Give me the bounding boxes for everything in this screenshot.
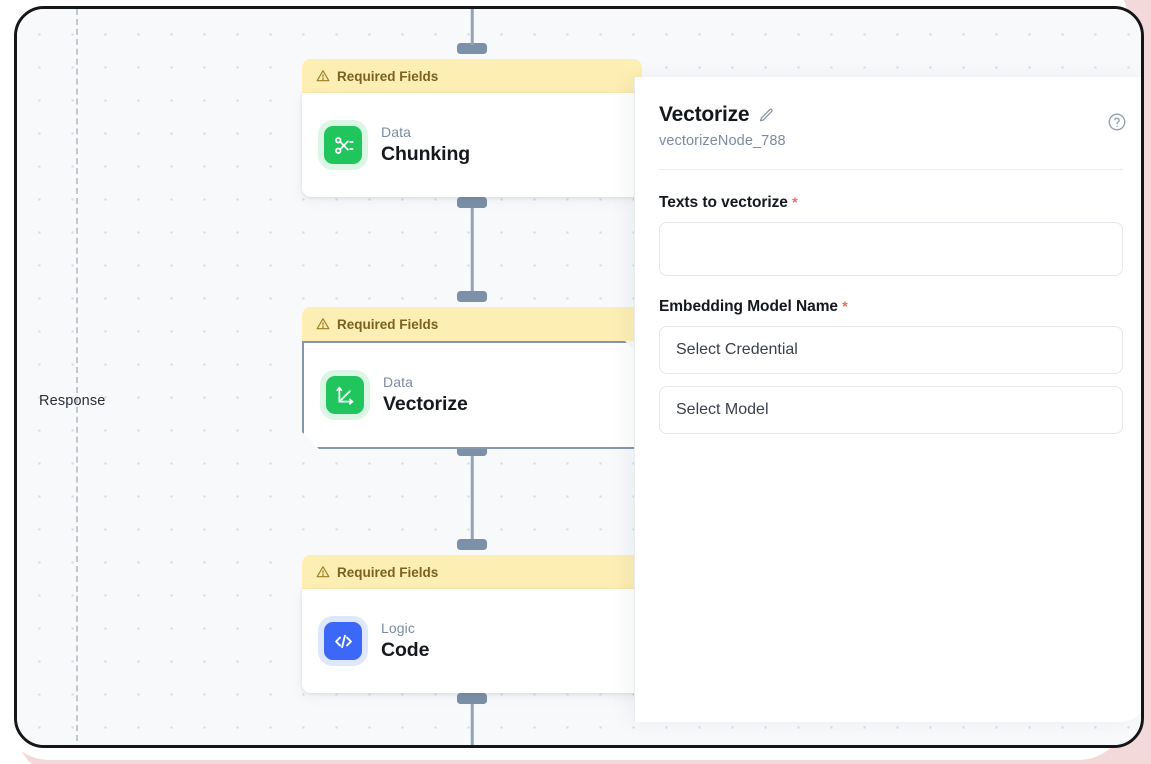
field-label: Embedding Model Name * [659,298,1123,316]
panel-header: Vectorize vectorizeNode_788 [635,77,1141,149]
edge-chunking-to-vectorize [470,201,474,299]
pencil-icon[interactable] [758,107,775,124]
node-text: Logic Code [381,620,429,662]
node-kind-label: Logic [381,620,415,636]
node-chunking[interactable]: Required Fields Data Chunking [302,59,642,197]
node-body[interactable]: Data Vectorize [302,341,642,449]
required-marker: * [792,194,798,210]
node-text: Data Chunking [381,124,470,166]
edge-out-of-code [470,697,474,745]
edge-handle-bottom-vectorize[interactable] [457,445,487,456]
node-properties-panel: Vectorize vectorizeNode_788 [634,77,1141,722]
node-title-label: Vectorize [383,393,468,415]
node-body[interactable]: Logic Code [302,589,642,693]
node-vectorize[interactable]: Required Fields Data Vectorize [302,307,642,449]
node-title-label: Chunking [381,143,471,165]
node-body[interactable]: Data Chunking [302,93,642,197]
lane-divider [76,9,78,745]
field-label-text: Texts to vectorize [659,194,788,211]
field-embedding-model-name: Embedding Model Name * Select Credential… [659,298,1123,434]
select-model-value: Select Model [676,401,769,418]
node-warning-label: Required Fields [337,68,439,84]
warning-triangle-icon [316,69,330,83]
field-texts-to-vectorize: Texts to vectorize * [659,194,1123,276]
texts-to-vectorize-input[interactable] [659,222,1123,276]
edge-handle-top-vectorize[interactable] [457,291,487,302]
node-kind-label: Data [383,374,413,390]
select-credential-value: Select Credential [676,341,798,358]
panel-divider [659,169,1123,170]
select-model-dropdown[interactable]: Select Model [659,386,1123,434]
question-circle-icon[interactable] [1107,112,1127,132]
node-kind-label: Data [381,124,411,140]
field-label: Texts to vectorize * [659,194,1123,212]
edge-handle-bottom-code[interactable] [457,693,487,704]
required-marker: * [842,298,848,314]
node-code[interactable]: Required Fields Logic Code [302,555,642,693]
node-warning-label: Required Fields [337,316,439,332]
node-warning-banner: Required Fields [302,555,642,589]
node-text: Data Vectorize [383,374,468,416]
panel-title: Vectorize [659,103,750,126]
node-warning-banner: Required Fields [302,307,642,341]
warning-triangle-icon [316,317,330,331]
node-title-label: Code [381,639,430,661]
panel-title-row: Vectorize [659,103,1123,127]
select-credential-dropdown[interactable]: Select Credential [659,326,1123,374]
field-label-text: Embedding Model Name [659,298,838,315]
scissors-icon [324,126,362,164]
edge-into-chunking [470,9,474,45]
edge-handle-top-code[interactable] [457,539,487,550]
panel-body: Texts to vectorize * Embedding Model Nam… [635,170,1141,434]
vector-axes-icon [326,376,364,414]
panel-node-id: vectorizeNode_788 [659,133,786,149]
workflow-canvas[interactable]: Response Required Fields [14,6,1144,748]
code-brackets-icon [324,622,362,660]
node-warning-banner: Required Fields [302,59,642,93]
node-warning-label: Required Fields [337,564,439,580]
edge-handle-bottom-chunking[interactable] [457,197,487,208]
edge-vectorize-to-code [470,449,474,547]
lane-label-response: Response [39,393,106,409]
warning-triangle-icon [316,565,330,579]
edge-handle-top-chunking[interactable] [457,43,487,54]
